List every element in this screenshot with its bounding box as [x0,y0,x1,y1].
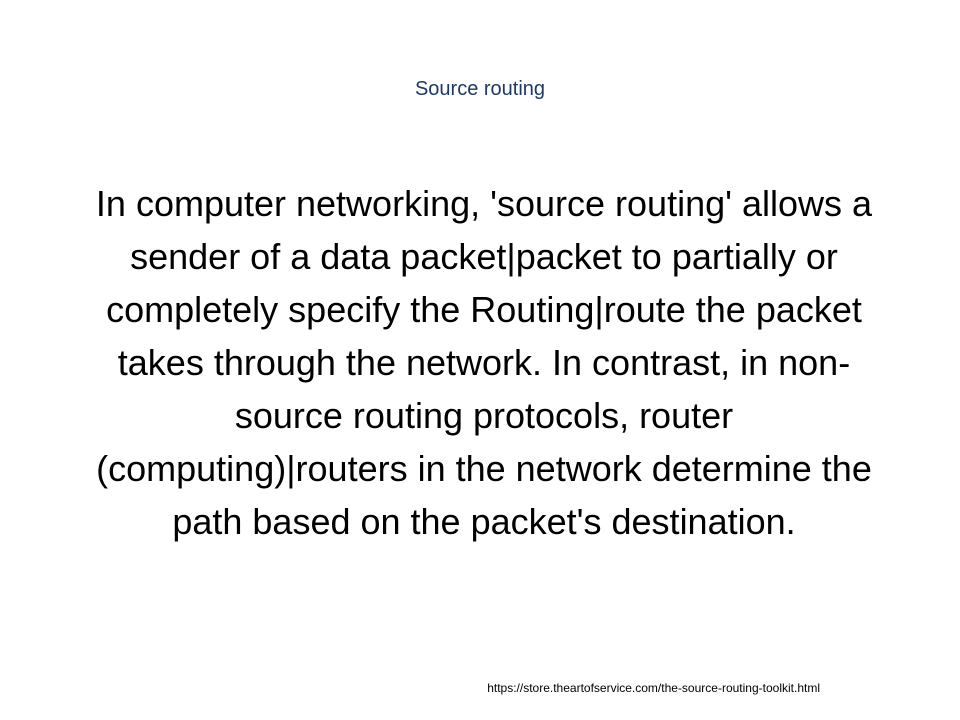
footer-url-link[interactable]: https://store.theartofservice.com/the-so… [487,681,820,695]
slide-title: Source routing [414,78,546,100]
slide-body-text: In computer networking, 'source routing'… [95,183,873,542]
